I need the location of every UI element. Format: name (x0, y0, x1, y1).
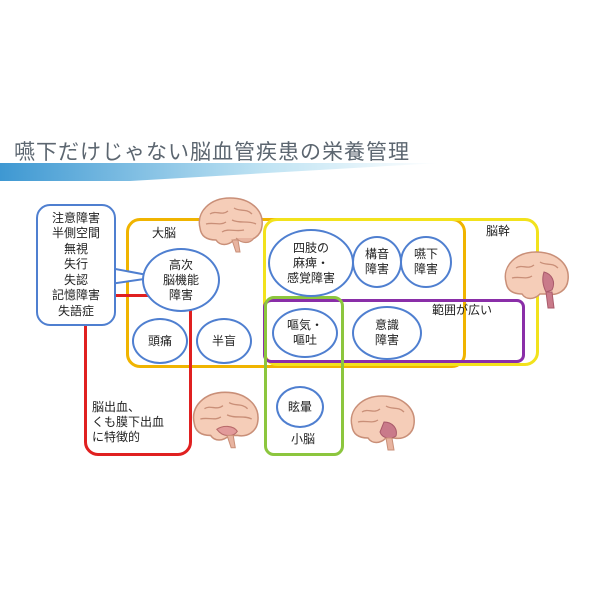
callout-item: 失語症 (57, 303, 94, 318)
circle-text: 障害 (374, 333, 399, 347)
callout-item: 無視 (63, 241, 88, 256)
circle-text: 意識 (374, 318, 399, 332)
circle-text: 嘔気・ (286, 318, 323, 332)
circle-text: 嘔吐 (292, 333, 317, 347)
circle-text: 構音 (364, 247, 389, 261)
title-underline-bar (0, 163, 440, 181)
brain-lateral-icon (192, 391, 259, 449)
circle-text: 眩暈 (287, 399, 312, 414)
hemorrhage-region-box (84, 294, 192, 456)
higher-brain-dysfunction-circle: 高次 脳機能 障害 (142, 248, 220, 312)
consciousness-disorder-circle: 意識 障害 (352, 306, 422, 360)
higher-dysfunction-callout: 注意障害 半側空間 無視 失行 失認 記憶障害 失語症 (36, 204, 116, 326)
circle-text: 脳機能 (162, 272, 199, 287)
brain-lateral-icon (198, 197, 263, 253)
circle-text: 頭痛 (147, 333, 172, 348)
page-title: 嚥下だけじゃない脳血管疾患の栄養管理 (14, 140, 410, 164)
note-line: 脳出血、 (92, 400, 141, 414)
hemianopia-circle: 半盲 (196, 318, 252, 364)
note-line: に特徴的 (92, 430, 141, 444)
callout-item: 失認 (63, 272, 88, 287)
brainstem-label: 脳幹 (486, 224, 511, 238)
circle-text: 感覚障害 (286, 270, 335, 285)
callout-item: 失行 (63, 257, 88, 272)
headache-circle: 頭痛 (132, 318, 188, 364)
circle-text: 半盲 (211, 333, 236, 348)
callout-item: 注意障害 (51, 210, 100, 225)
circle-text: 高次 (168, 257, 193, 272)
brain-sagittal-icon (504, 251, 569, 309)
nausea-vomiting-circle: 嘔気・ 嘔吐 (272, 308, 338, 358)
cerebrum-label: 大脳 (152, 226, 177, 240)
circle-text: 障害 (413, 262, 438, 276)
circle-text: 四肢の (292, 240, 329, 255)
circle-text: 麻痺・ (292, 255, 329, 270)
dysphagia-circle: 嚥下 障害 (400, 236, 452, 288)
callout-item: 半側空間 (51, 226, 100, 241)
hemorrhage-note: 脳出血、 くも膜下出血 に特徴的 (92, 400, 164, 445)
circle-text: 障害 (364, 262, 389, 276)
cerebellum-label: 小脳 (291, 432, 316, 446)
note-line: くも膜下出血 (92, 415, 165, 429)
limb-paralysis-circle: 四肢の 麻痺・ 感覚障害 (268, 229, 354, 297)
cerebellum-region-box (264, 296, 344, 456)
callout-item: 記憶障害 (51, 288, 100, 303)
brain-sagittal-icon (350, 395, 415, 451)
circle-text: 障害 (168, 287, 193, 302)
wide-range-label: 範囲が広い (432, 303, 493, 317)
circle-text: 嚥下 (413, 247, 438, 261)
dizziness-circle: 眩暈 (276, 386, 324, 428)
dysarthria-circle: 構音 障害 (352, 236, 402, 288)
